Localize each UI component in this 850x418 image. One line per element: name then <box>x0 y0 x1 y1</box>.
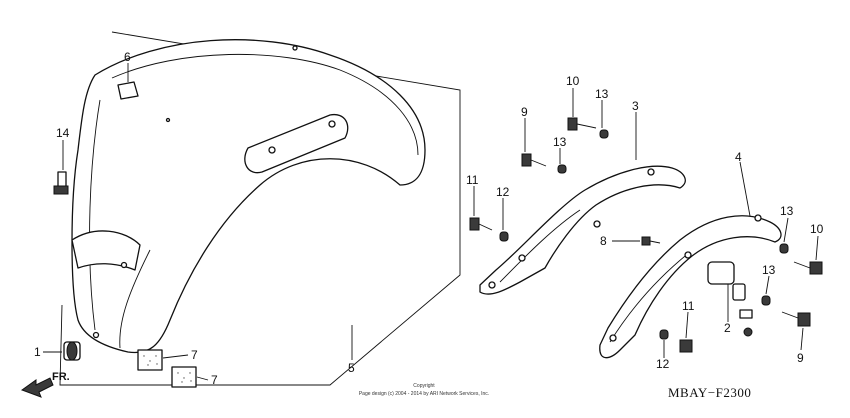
fender-stay-right <box>479 165 686 295</box>
callout-12-top: 12 <box>496 185 510 199</box>
callout-13-top: 13 <box>595 87 609 101</box>
fender-stay-left <box>599 214 782 359</box>
fender-group-outline <box>59 31 461 386</box>
callout-8: 8 <box>600 234 607 248</box>
reflector-pad-upper <box>137 349 163 371</box>
callout-13-lower: 13 <box>762 263 776 277</box>
front-direction-arrow: FR. <box>20 371 70 398</box>
callout-3: 3 <box>632 99 639 113</box>
copyright-line-2: Page design (c) 2004 - 2014 by ARI Netwo… <box>359 391 489 397</box>
helmet-lock <box>707 261 753 337</box>
callout-11-lower: 11 <box>682 299 695 313</box>
callout-2: 2 <box>724 321 731 335</box>
callout-11-top: 11 <box>466 173 479 187</box>
diagram-code: MBAY−F2300 <box>668 385 751 400</box>
reflector-pad-lower <box>171 366 197 388</box>
pad-texture <box>143 355 192 383</box>
bolt-14 <box>53 171 69 195</box>
callout-1: 1 <box>34 345 41 359</box>
direction-label: FR. <box>52 371 70 383</box>
grommet-part <box>63 341 81 361</box>
callout-5: 5 <box>348 361 355 375</box>
callout-7-lower: 7 <box>211 373 218 387</box>
callout-4: 4 <box>735 150 742 164</box>
callout-9-top: 9 <box>521 105 528 119</box>
rear-fender <box>71 39 426 354</box>
leader-lines <box>43 63 819 381</box>
cushion-part <box>117 81 139 100</box>
callout-14: 14 <box>56 126 70 140</box>
callout-10-top: 10 <box>566 74 580 88</box>
callout-labels: 1 6 14 5 7 7 3 4 2 10 9 13 13 11 12 8 13… <box>34 50 824 387</box>
copyright-line-1: Copyright <box>413 383 435 389</box>
callout-12-lower: 12 <box>656 357 670 371</box>
fasteners <box>469 117 823 353</box>
callout-9-lower: 9 <box>797 351 804 365</box>
callout-6: 6 <box>124 50 131 64</box>
callout-13-mid: 13 <box>553 135 567 149</box>
callout-10-right: 10 <box>810 222 824 236</box>
callout-13-right: 13 <box>780 204 794 218</box>
callout-7-upper: 7 <box>191 348 198 362</box>
